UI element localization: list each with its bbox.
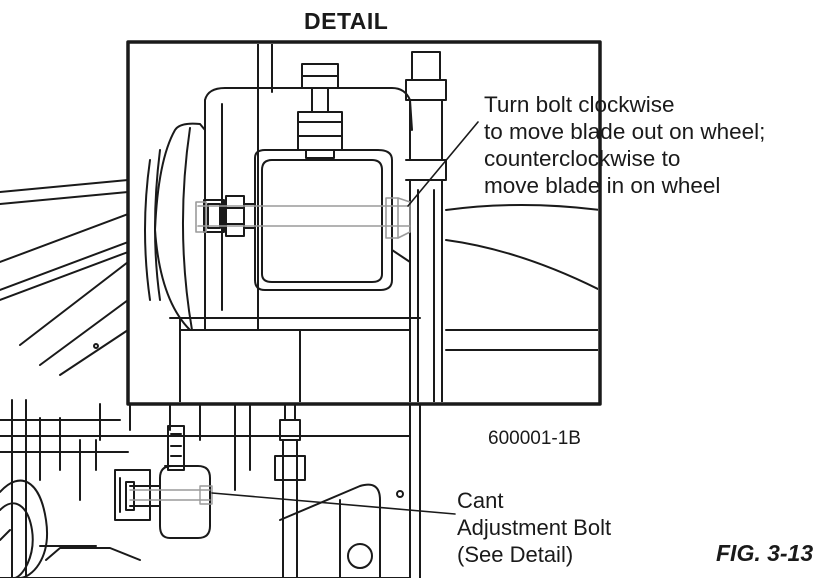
bolt-label-line-1: Cant <box>457 488 504 513</box>
cant-adjustment-bolt-label: Cant Adjustment Bolt (See Detail) <box>457 487 611 568</box>
adjustment-bolt-highlight <box>195 197 411 239</box>
detail-interior <box>144 44 598 402</box>
callout-line-4: move blade in on wheel <box>484 173 721 198</box>
callout-line-2: to move blade out on wheel; <box>484 119 766 144</box>
detail-callout-text: Turn bolt clockwise to move blade out on… <box>484 91 765 199</box>
part-number: 600001-1B <box>488 428 581 449</box>
detail-title: DETAIL <box>304 8 389 34</box>
callout-line-1: Turn bolt clockwise <box>484 92 675 117</box>
bolt-label-line-2: Adjustment Bolt <box>457 515 612 540</box>
bolt-label-leader-line <box>211 492 456 515</box>
figure-number: FIG. 3-13 <box>716 540 814 566</box>
callout-line-3: counterclockwise to <box>484 146 681 171</box>
bolt-label-line-3: (See Detail) <box>457 542 574 567</box>
machine-background <box>0 179 421 578</box>
lower-bolt-highlight <box>129 485 213 505</box>
leader-lines <box>211 121 479 515</box>
callout-leader-line <box>407 121 479 207</box>
